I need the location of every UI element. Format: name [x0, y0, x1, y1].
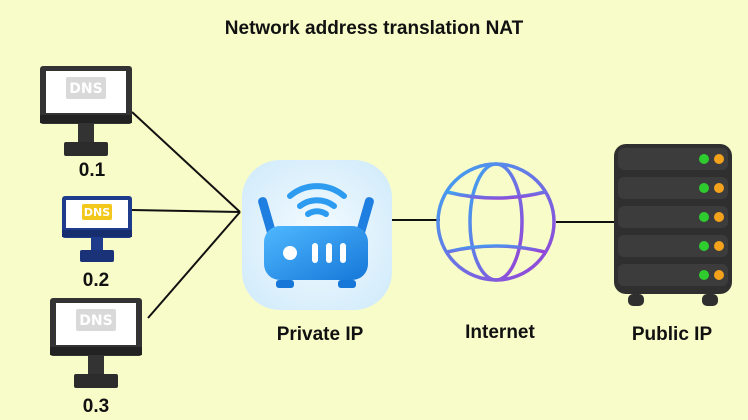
server-unit-1 — [618, 148, 728, 170]
router-label: Private IP — [276, 324, 364, 345]
diagram-title: Network address translation NAT — [224, 18, 524, 39]
server-label: Public IP — [631, 324, 713, 345]
server-unit-4 — [618, 235, 728, 257]
server-rack-icon — [614, 144, 732, 306]
link-client3-router — [147, 211, 241, 319]
server-unit-2 — [618, 177, 728, 199]
internet-globe-icon — [436, 162, 556, 282]
server-unit-5 — [618, 264, 728, 286]
client-2-label: 0.2 — [82, 270, 110, 291]
client-1-label: 0.1 — [78, 160, 106, 181]
client-3-label: 0.3 — [82, 396, 110, 417]
server-unit-3 — [618, 206, 728, 228]
internet-label: Internet — [465, 322, 535, 343]
link-client1-router — [131, 111, 241, 213]
client-monitor-1: DNS — [40, 66, 132, 156]
client-3-screen-text: DNS — [79, 313, 112, 329]
link-client2-router — [131, 209, 241, 213]
client-2-screen-text: DNS — [84, 206, 110, 219]
client-1-screen-text: DNS — [69, 81, 102, 97]
router-icon — [242, 160, 392, 310]
client-monitor-2: DNS — [62, 196, 132, 262]
client-monitor-3: DNS — [50, 298, 142, 388]
